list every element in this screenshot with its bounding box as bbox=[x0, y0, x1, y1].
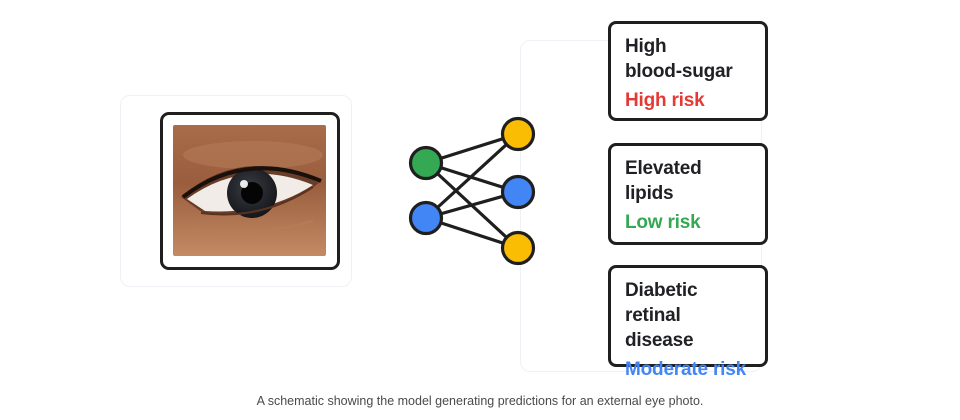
external-eye-photo bbox=[173, 125, 326, 256]
card-title-line: lipids bbox=[625, 183, 674, 204]
card-title-line: Diabetic bbox=[625, 280, 698, 301]
card-title-line: High bbox=[625, 36, 667, 57]
eye-image bbox=[173, 125, 326, 256]
background-decoration bbox=[120, 95, 352, 287]
input-node-green bbox=[408, 145, 444, 181]
neural-network-diagram bbox=[408, 116, 536, 266]
connection-line bbox=[424, 132, 520, 220]
output-node bbox=[500, 174, 536, 210]
card-title-line: retinal disease bbox=[625, 305, 694, 351]
output-node bbox=[500, 230, 536, 266]
output-node bbox=[500, 116, 536, 152]
card-title-line: blood-sugar bbox=[625, 61, 733, 82]
risk-label: High risk bbox=[625, 90, 705, 111]
input-node-blue bbox=[408, 200, 444, 236]
card-title-line: Elevated bbox=[625, 158, 702, 179]
risk-label: Moderate risk bbox=[625, 359, 746, 380]
figure-caption: A schematic showing the model generating… bbox=[256, 394, 704, 408]
risk-label: Low risk bbox=[625, 212, 701, 233]
eye-photo-frame bbox=[160, 112, 340, 270]
prediction-card-retinal-disease: Diabetic retinal disease Moderate risk bbox=[608, 265, 768, 380]
prediction-card-lipids: Elevated lipids Low risk bbox=[608, 143, 768, 245]
prediction-card-blood-sugar: High blood-sugar High risk bbox=[608, 21, 768, 121]
